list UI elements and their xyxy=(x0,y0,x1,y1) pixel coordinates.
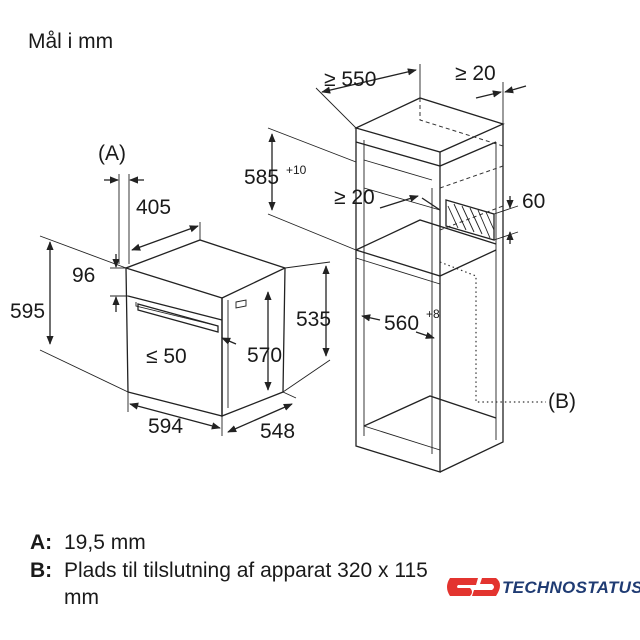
cabinet-dimension-lines xyxy=(267,64,527,339)
oven-width-label: 594 xyxy=(148,415,183,438)
cabinet-height-out-label: 535 xyxy=(296,308,331,331)
technostatus-logo: TECHNOSTATUS xyxy=(436,574,640,600)
oven-inner-height-label: 570 xyxy=(247,344,282,367)
oven-depth-label: 548 xyxy=(260,420,295,443)
brand-mark-icon xyxy=(447,578,500,596)
top-gap-label: ≥ 20 xyxy=(455,62,496,85)
oven-dimension-lines xyxy=(39,174,331,436)
vent-hatch xyxy=(447,203,495,239)
oven-depth-top-label: 405 xyxy=(136,196,171,219)
niche-width-tol: +8 xyxy=(426,307,440,321)
note-b-key: B: xyxy=(30,559,52,582)
cabinet-drawing xyxy=(354,97,546,473)
units-title: Mål i mm xyxy=(28,30,113,53)
note-b-text: Plads til tilslutning af apparat 320 x 1… xyxy=(64,559,428,582)
oven-front-top-label: 96 xyxy=(72,264,95,287)
rear-gap-label: ≥ 20 xyxy=(334,186,375,209)
note-a-text: 19,5 mm xyxy=(64,531,146,554)
niche-width-label: 560 xyxy=(384,312,419,335)
a-marker-label: (A) xyxy=(98,142,126,165)
brand-name: TECHNOSTATUS xyxy=(502,578,640,597)
cabinet-depth-label: ≥ 550 xyxy=(324,68,376,91)
oven-handle-label: ≤ 50 xyxy=(146,345,187,368)
niche-height-label: 585 xyxy=(244,166,279,189)
oven-drawing xyxy=(125,239,287,417)
note-b-cont: mm xyxy=(64,586,99,609)
niche-height-tol: +10 xyxy=(286,163,307,177)
b-marker-label: (B) xyxy=(548,390,576,413)
vent-label: 60 xyxy=(522,190,545,213)
note-a-key: A: xyxy=(30,531,52,554)
oven-height-label: 595 xyxy=(10,300,45,323)
